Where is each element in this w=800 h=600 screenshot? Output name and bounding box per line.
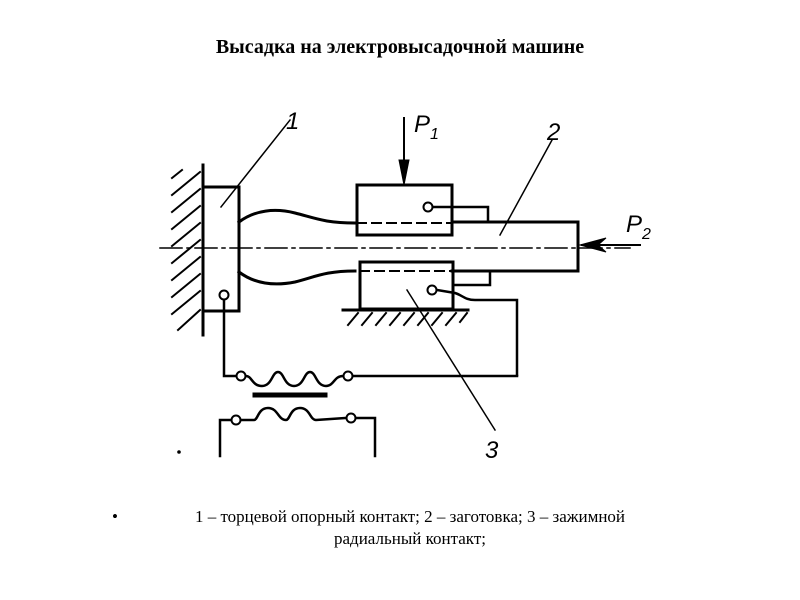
end-support-contact [201,185,241,313]
label-part-3: 3 [485,437,499,464]
workpiece-bar [450,220,580,273]
terminal-1 [218,289,230,301]
bullet-icon: • [112,507,118,526]
label-part-2: 2 [546,119,560,146]
label-force-p2: P2 [626,211,651,243]
upper-clamp [355,183,454,237]
caption-line-2: радиальный контакт; [334,529,486,548]
lower-clamp [358,260,455,311]
force-p1-arrow [398,159,410,186]
workpiece-upset-head [236,208,357,225]
force-p2-arrow [578,237,607,253]
label-force-p1: P1 [414,111,439,143]
caption-line-1: 1 – торцевой опорный контакт; 2 – загото… [194,507,626,526]
transformer-coil-primary [244,370,345,388]
slide-title: Высадка на электровысадочной машине [215,36,585,58]
legend-caption: • 1 – торцевой опорный контакт; 2 – заго… [100,506,720,550]
label-part-1: 1 [286,108,299,135]
transformer-coil-secondary [239,406,348,422]
fixed-wall [170,163,205,337]
